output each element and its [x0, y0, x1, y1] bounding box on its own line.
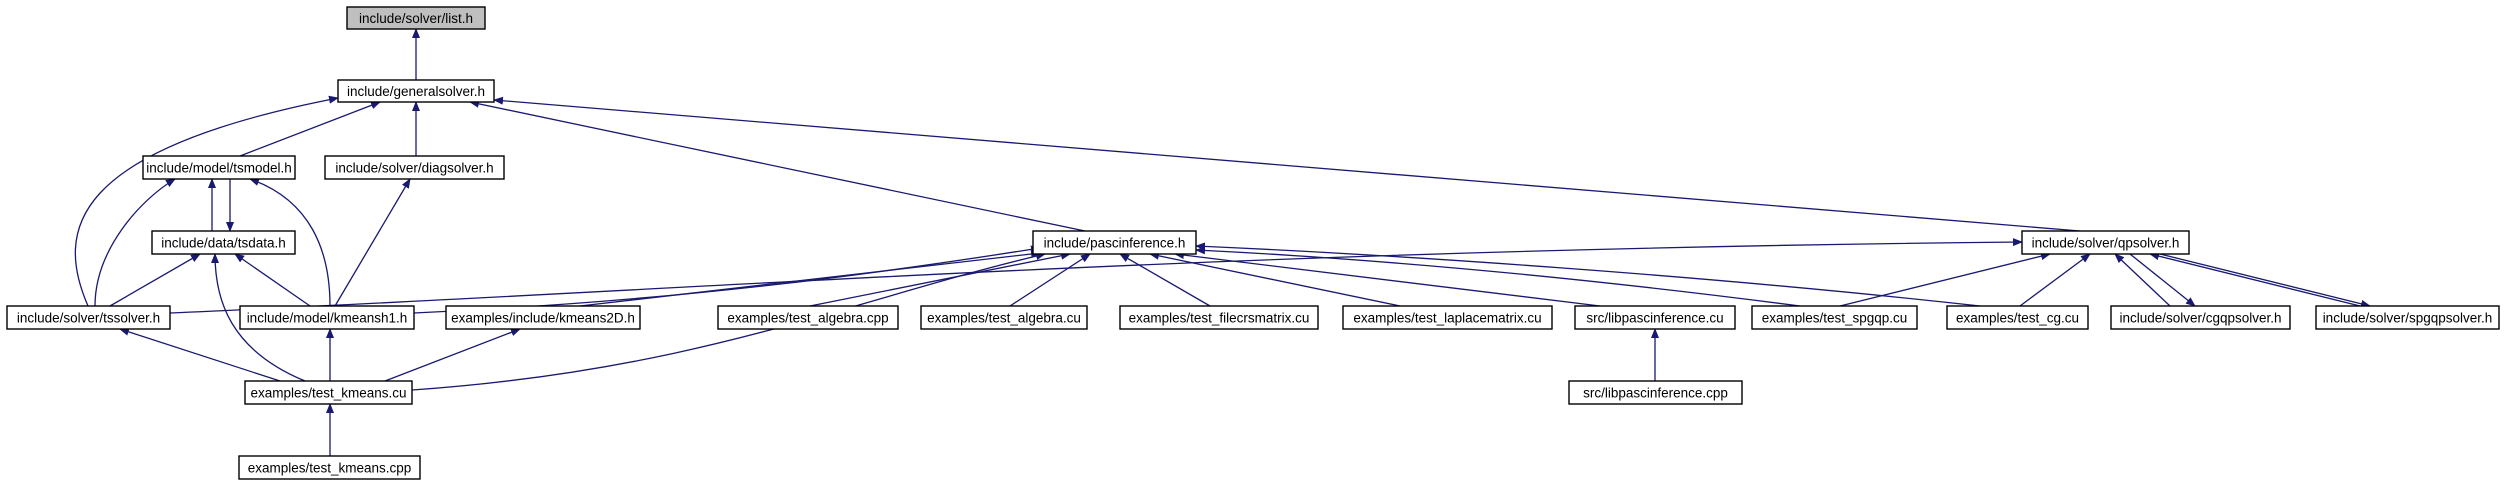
node-label: examples/test_algebra.cu — [927, 311, 1081, 326]
node-label: src/libpascinference.cu — [1586, 311, 1723, 326]
node-box — [142, 155, 296, 180]
edge-qpsolver_h-to-spgqpsolver_h — [2159, 253, 2371, 308]
node-label: include/model/kmeansh1.h — [247, 311, 408, 326]
node-cgqpsolver-h[interactable]: include/solver/cgqpsolver.h — [2110, 305, 2291, 330]
edge-spgqpsolver_h-to-qpsolver_h — [2149, 252, 2361, 307]
node-box — [1574, 305, 1736, 330]
edge-test_kmeans_cu-to-kmeans2d_h — [384, 328, 521, 382]
node-box — [2021, 230, 2190, 255]
node-label: include/solver/list.h — [359, 11, 473, 26]
node-label: src/libpascinference.cpp — [1583, 386, 1728, 401]
node-tsdata-h[interactable]: include/data/tsdata.h — [151, 230, 296, 255]
node-diagsolver-h[interactable]: include/solver/diagsolver.h — [324, 155, 505, 180]
node-box — [346, 6, 486, 30]
node-label: examples/test_algebra.cpp — [727, 311, 888, 326]
edge-test_algebra_cpp-to-pascinference_h — [809, 251, 1071, 307]
node-label: examples/test_kmeans.cpp — [248, 461, 412, 476]
node-box — [920, 305, 1088, 330]
edge-qpsolver_h-to-cgqpsolver_h — [2129, 253, 2196, 307]
node-label: include/solver/tssolver.h — [17, 311, 160, 326]
node-tssolver-h[interactable]: include/solver/tssolver.h — [6, 305, 171, 330]
edge-kmeansh1_h-to-tsdata_h — [234, 253, 311, 307]
node-box — [324, 155, 505, 180]
edge-tssolver_h-to-tsmodel_h — [94, 178, 176, 307]
node-kmeans2d-h[interactable]: examples/include/kmeans2D.h — [445, 305, 641, 330]
node-box — [1568, 380, 1743, 405]
node-box — [1946, 305, 2089, 330]
edge-kmeansh1_h-to-tsmodel_h — [249, 178, 331, 307]
edge-kmeansh1_h-to-diagsolver_h — [334, 178, 411, 307]
node-test-laplacematrix-cu[interactable]: examples/test_laplacematrix.cu — [1342, 305, 1553, 330]
edge-cgqpsolver_h-to-qpsolver_h — [2114, 253, 2171, 307]
node-box — [6, 305, 171, 330]
edge-test_cg_cu-to-pascinference_h — [1195, 242, 1981, 307]
edge-test_laplacematrix_cu-to-pascinference_h — [1149, 251, 1401, 307]
node-label: include/solver/spgqpsolver.h — [2323, 311, 2493, 326]
node-box — [1032, 230, 1197, 255]
node-test-kmeans-cu[interactable]: examples/test_kmeans.cu — [244, 380, 413, 405]
node-test-algebra-cpp[interactable]: examples/test_algebra.cpp — [717, 305, 899, 330]
edge-pascinference_h-to-generalsolver_h — [469, 99, 1086, 232]
node-label: include/data/tsdata.h — [161, 236, 286, 251]
node-test-filecrsmatrix-cu[interactable]: examples/test_filecrsmatrix.cu — [1119, 305, 1319, 330]
node-box — [2110, 305, 2291, 330]
node-pascinference-h[interactable]: include/pascinference.h — [1032, 230, 1197, 255]
node-label: include/solver/qpsolver.h — [2032, 236, 2180, 251]
node-libpascinference-cpp[interactable]: src/libpascinference.cpp — [1568, 380, 1743, 405]
node-spgqpsolver-h[interactable]: include/solver/spgqpsolver.h — [2315, 305, 2500, 330]
edge-test_kmeans_cu-to-tssolver_h — [119, 327, 281, 382]
edge-test_spgqp_cu-to-qpsolver_h — [1839, 252, 2051, 307]
node-label: include/solver/cgqpsolver.h — [2119, 311, 2281, 326]
node-box — [445, 305, 641, 330]
node-kmeansh1-h[interactable]: include/model/kmeansh1.h — [239, 305, 415, 330]
node-label: examples/test_kmeans.cu — [250, 386, 406, 401]
node-box — [151, 230, 296, 255]
node-tsmodel-h[interactable]: include/model/tsmodel.h — [142, 155, 296, 180]
node-box — [238, 455, 421, 480]
node-box — [239, 305, 415, 330]
node-label: examples/test_spgqp.cu — [1762, 311, 1908, 326]
node-box — [1119, 305, 1319, 330]
node-qpsolver-h[interactable]: include/solver/qpsolver.h — [2021, 230, 2190, 255]
node-box — [717, 305, 899, 330]
node-label: examples/test_cg.cu — [1956, 311, 2079, 326]
edge-test_filecrsmatrix_cu-to-pascinference_h — [1119, 253, 1211, 307]
node-generalsolver-h[interactable]: include/generalsolver.h — [337, 79, 495, 103]
edge-tssolver_h-to-generalsolver_h — [74, 95, 339, 307]
node-label: examples/include/kmeans2D.h — [451, 311, 635, 326]
edge-qpsolver_h-to-generalsolver_h — [493, 96, 2081, 232]
node-label: examples/test_laplacematrix.cu — [1353, 311, 1541, 326]
edge-libpascinference_cu-to-pascinference_h — [1174, 251, 1601, 307]
node-label: include/model/tsmodel.h — [146, 161, 292, 176]
node-box — [244, 380, 413, 405]
edge-pascinference_h-to-qpsolver_h — [169, 238, 2023, 314]
node-label: include/pascinference.h — [1044, 236, 1186, 251]
edge-test_spgqp_cu-to-pascinference_h — [1195, 246, 1801, 307]
edges-layer — [74, 28, 2371, 456]
node-list-h[interactable]: include/solver/list.h — [346, 6, 486, 30]
edge-kmeans2d_h-to-pascinference_h — [579, 250, 1041, 307]
edge-test_algebra_cu-to-pascinference_h — [1009, 253, 1091, 307]
node-box — [1342, 305, 1553, 330]
node-test-algebra-cu[interactable]: examples/test_algebra.cu — [920, 305, 1088, 330]
node-test-kmeans-cpp[interactable]: examples/test_kmeans.cpp — [238, 455, 421, 480]
edge-tsmodel_h-to-generalsolver_h — [239, 101, 381, 157]
nodes-layer: include/solver/list.h include/generalsolv… — [6, 6, 2500, 480]
node-label: examples/test_filecrsmatrix.cu — [1129, 311, 1310, 326]
node-box — [337, 79, 495, 103]
edge-tssolver_h-to-tsdata_h — [109, 253, 201, 307]
node-libpascinference-cu[interactable]: src/libpascinference.cu — [1574, 305, 1736, 330]
edge-test_kmeans_cu-to-tsdata_h — [211, 253, 306, 382]
node-box — [1751, 305, 1918, 330]
node-label: include/generalsolver.h — [347, 84, 485, 99]
node-box — [2315, 305, 2500, 330]
node-test-cg-cu[interactable]: examples/test_cg.cu — [1946, 305, 2089, 330]
edge-test_cg_cu-to-qpsolver_h — [2019, 253, 2091, 307]
node-test-spgqp-cu[interactable]: examples/test_spgqp.cu — [1751, 305, 1918, 330]
node-label: include/solver/diagsolver.h — [335, 161, 493, 176]
